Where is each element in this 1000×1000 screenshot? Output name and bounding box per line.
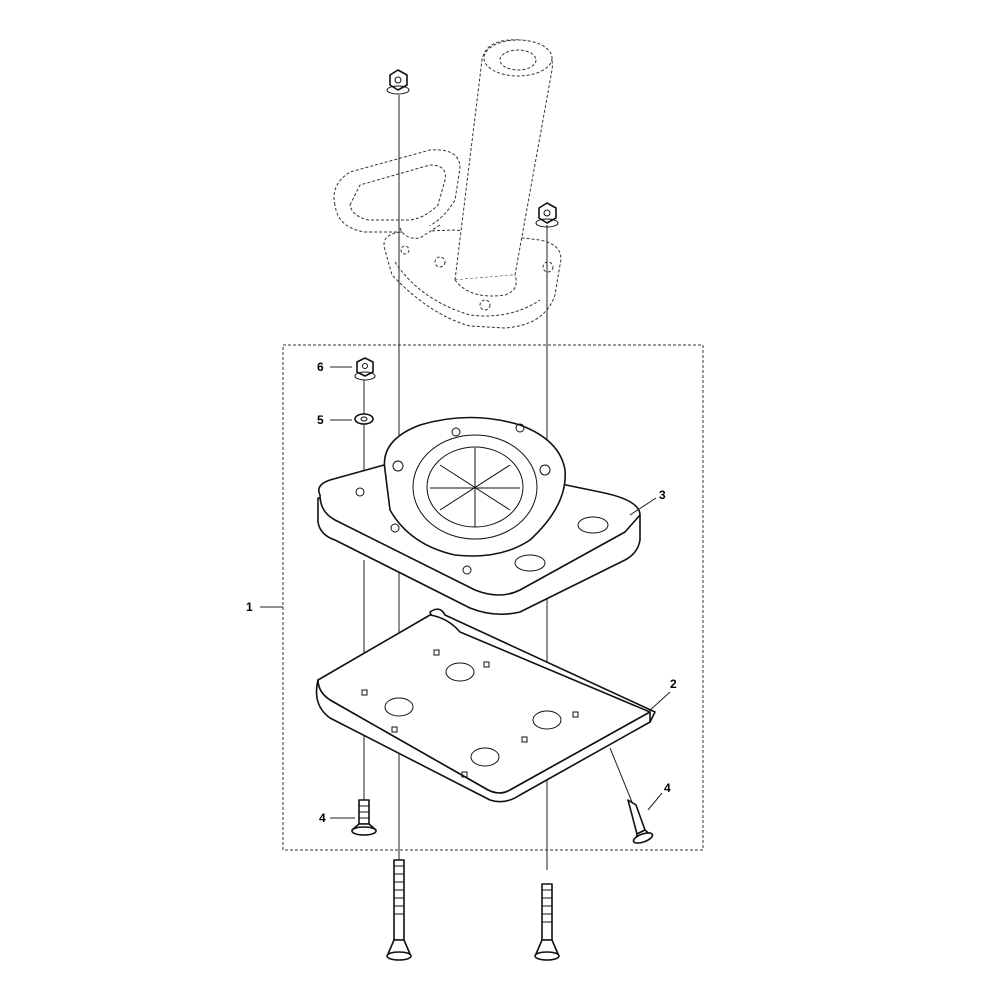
callout-3: 3 [659,488,666,502]
callout-4-right: 4 [664,781,671,795]
bottom-bolt-left [386,859,412,961]
ghost-handle-assembly [333,39,562,329]
part-3-damper-plate [317,416,641,616]
part-5-washer [354,413,374,425]
part-4-screw-right [627,799,654,844]
flange-nut-left [386,69,410,95]
kit-boundary [282,344,704,851]
callout-leaders [260,366,671,819]
callout-1: 1 [246,600,253,614]
screw-right-axis [609,747,633,803]
callout-5: 5 [317,413,324,427]
callout-6: 6 [317,360,324,374]
callout-4-left: 4 [319,811,326,825]
part-2-base-plate [315,608,656,803]
part-4-screw-left [351,799,377,836]
part-6-nut [354,357,376,381]
callout-2: 2 [670,677,677,691]
flange-nut-right [535,202,559,228]
bottom-bolt-right [534,883,560,961]
